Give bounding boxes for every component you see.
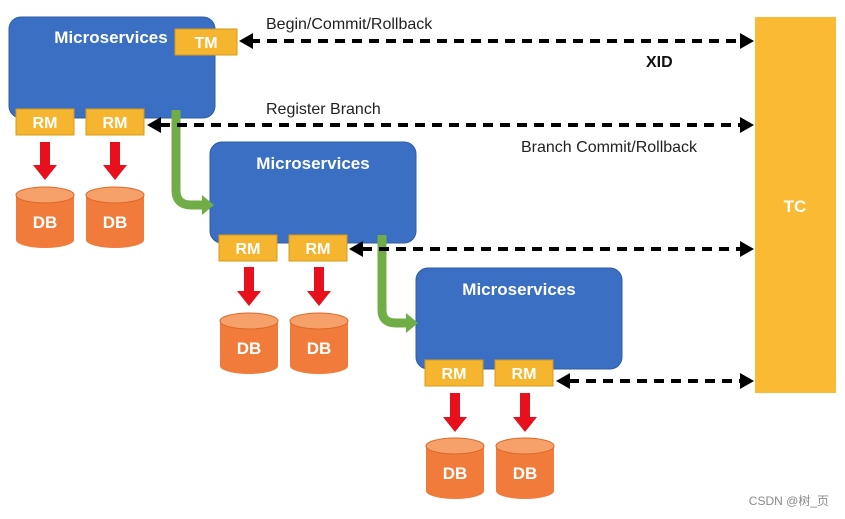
- ms3-db-1-label: DB: [443, 464, 468, 483]
- call-arrow-ms1-to-ms2: [171, 110, 214, 215]
- ms1-rm-2: RM: [85, 108, 145, 136]
- begin-commit-rollback-label: Begin/Commit/Rollback: [266, 16, 433, 33]
- xid-label: XID: [646, 54, 673, 71]
- ms3-rm-tc-dashed-arrow: [556, 373, 754, 389]
- branch-commit-rollback-label: Branch Commit/Rollback: [521, 139, 698, 156]
- ms1-db-2: DB: [85, 186, 145, 248]
- ms2-rm-tc-dashed-arrow: [349, 241, 754, 257]
- tm-tc-dashed-arrow: [239, 33, 754, 49]
- ms2-rm-2: RM: [288, 234, 348, 262]
- ms1-rm-2-label: RM: [103, 115, 128, 132]
- watermark-text: CSDN @树_页: [749, 493, 829, 508]
- ms1-rm-1: RM: [15, 108, 75, 136]
- ms1-db-1-label: DB: [33, 213, 58, 232]
- ms3-rm-1: RM: [424, 359, 484, 387]
- tm-label: TM: [194, 35, 217, 52]
- ms1-db-1: DB: [15, 186, 75, 248]
- ms3-rm-1-label: RM: [442, 366, 467, 383]
- ms1-rm-tc-dashed-arrow: [147, 117, 754, 133]
- ms2-rm-1-label: RM: [236, 241, 261, 258]
- register-branch-label: Register Branch: [266, 101, 381, 118]
- ms3-db-2-label: DB: [513, 464, 538, 483]
- ms2-rm-1: RM: [218, 234, 278, 262]
- ms2-db-1: DB: [219, 312, 279, 374]
- tc-label: TC: [784, 197, 807, 216]
- ms2-db-1-label: DB: [237, 339, 262, 358]
- microservice-2-label: Microservices: [256, 154, 369, 173]
- ms3-db-2: DB: [495, 437, 555, 499]
- microservice-3-label: Microservices: [462, 280, 575, 299]
- microservice-2: Microservices: [209, 141, 417, 244]
- microservice-3: Microservices: [415, 267, 623, 370]
- microservice-1: Microservices: [8, 16, 216, 119]
- microservice-1-label: Microservices: [54, 28, 167, 47]
- ms2-rm-2-label: RM: [306, 241, 331, 258]
- ms1-db-2-label: DB: [103, 213, 128, 232]
- ms1-rm-to-db-arrows: [33, 142, 127, 180]
- ms3-rm-2-label: RM: [512, 366, 537, 383]
- ms3-rm-to-db-arrows: [443, 393, 537, 432]
- tc-server: TC: [755, 17, 836, 393]
- ms2-db-2: DB: [289, 312, 349, 374]
- ms2-rm-to-db-arrows: [237, 267, 331, 306]
- ms1-rm-1-label: RM: [33, 115, 58, 132]
- ms2-db-2-label: DB: [307, 339, 332, 358]
- ms3-rm-2: RM: [494, 359, 554, 387]
- call-arrow-ms2-to-ms3: [377, 235, 418, 333]
- ms3-db-1: DB: [425, 437, 485, 499]
- tm-box: TM: [174, 28, 238, 56]
